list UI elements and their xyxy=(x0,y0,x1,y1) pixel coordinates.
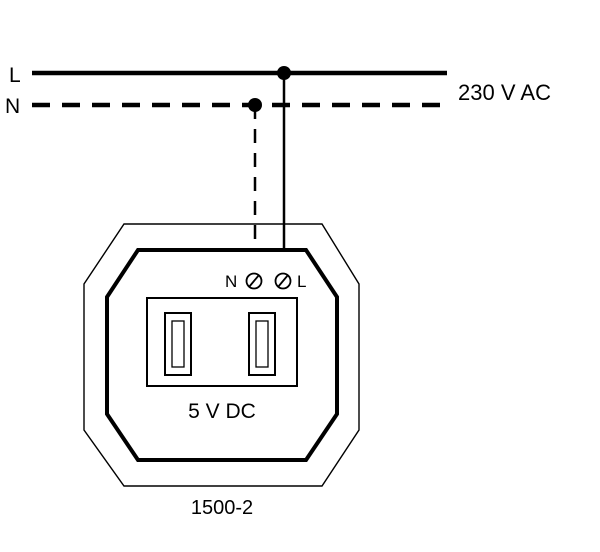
terminal-live-label: L xyxy=(297,272,306,291)
usb-port-panel xyxy=(146,297,298,387)
screw-terminal-icon xyxy=(245,272,263,290)
screw-terminal-icon xyxy=(274,272,292,290)
usb-port-icon xyxy=(164,312,192,376)
model-number-label: 1500-2 xyxy=(191,497,253,519)
live-line-label: L xyxy=(9,64,21,87)
device-outer-frame xyxy=(83,223,360,487)
supply-voltage-label: 230 V AC xyxy=(458,80,551,105)
device-body xyxy=(105,248,339,462)
terminal-neutral-label: N xyxy=(225,272,237,291)
usb-port-icon xyxy=(248,312,276,376)
output-voltage-label: 5 V DC xyxy=(188,400,256,423)
neutral-line-label: N xyxy=(5,95,20,118)
